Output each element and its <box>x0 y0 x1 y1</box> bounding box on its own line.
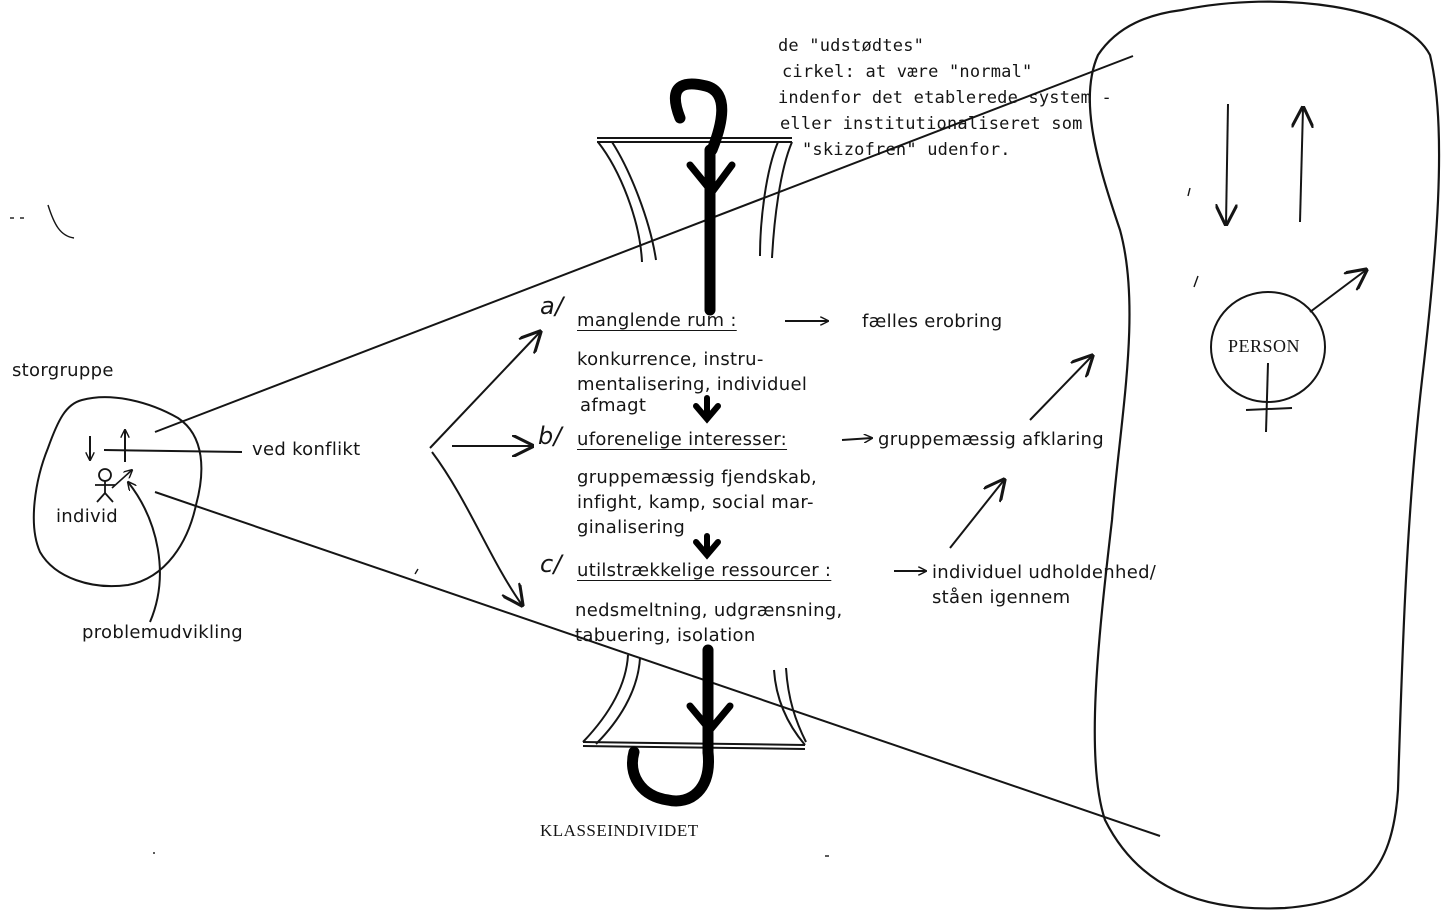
udstodte-line-2: cirkel: at være "normal" <box>782 62 1033 82</box>
arrow-b-outcome <box>841 438 872 440</box>
problemudvikling-curve <box>128 482 161 623</box>
mid-thick-arrows <box>693 395 721 560</box>
branch-c-heading: utilstrækkelige ressourcer : <box>577 560 832 581</box>
small-diagonal-arrow-icon <box>111 470 132 489</box>
branch-b-desc-line-3: ginalisering <box>577 517 686 538</box>
branch-c-outcome-line-2: ståen igennem <box>932 587 1071 608</box>
branch-b-heading: uforenelige interesser: <box>577 429 788 450</box>
branch-c-description: nedsmeltning, udgrænsning, tabuering, is… <box>575 598 843 648</box>
person-figure-icon <box>95 468 115 503</box>
udstodte-line-5: "skizofren" udenfor. <box>802 140 1011 160</box>
branch-c-marker: c/ <box>540 550 562 578</box>
person-blob <box>1088 0 1441 910</box>
branch-a-desc-line-1: konkurrence, instru- <box>577 349 764 370</box>
udstodte-line-1: de "udstødtes" <box>778 36 925 56</box>
problemudvikling-label: problemudvikling <box>82 622 244 643</box>
branch-arrow-c <box>431 451 522 605</box>
branch-a-heading: manglende rum : <box>577 310 737 331</box>
bottom-funnel <box>582 654 807 750</box>
cone-upper-line <box>154 55 1134 433</box>
branch-b-marker: b/ <box>538 422 562 450</box>
branch-c-desc-line-1: nedsmeltning, udgrænsning, <box>575 600 843 621</box>
branch-c-desc-line-2: tabuering, isolation <box>575 625 756 646</box>
konflikt-line <box>103 449 243 453</box>
branch-b-desc-line-1: gruppemæssig fjendskab, <box>577 467 818 488</box>
branch-c-outcome-line-1: individuel udholdenhed/ <box>932 562 1157 583</box>
stray-marks <box>10 187 1199 857</box>
branch-a-marker: a/ <box>540 292 564 320</box>
klasseindividet-label: KLASSEINDIVIDET <box>540 821 699 840</box>
individ-label: individ <box>56 506 119 527</box>
bottom-thick-arrow <box>627 644 734 807</box>
udstodte-line-4: eller institutionaliseret som <box>780 114 1083 134</box>
branch-a-description: konkurrence, instru- mentalisering, indi… <box>577 347 807 415</box>
person-symbol-icon <box>1210 270 1366 433</box>
storgruppe-label: storgruppe <box>12 360 114 381</box>
ved-konflikt-label: ved konflikt <box>252 439 361 460</box>
branch-c-outcome: individuel udholdenhed/ ståen igennem <box>932 560 1156 610</box>
blob-down-arrow-icon <box>1226 103 1228 224</box>
storgruppe-blob <box>32 396 203 588</box>
blob-up-arrow-icon <box>1300 108 1303 223</box>
branch-b-desc-line-2: infight, kamp, social mar- <box>577 492 814 513</box>
diag-arrow-upper <box>1029 356 1092 421</box>
branch-a-desc-line-2: mentalisering, individuel <box>577 374 808 395</box>
udstodte-note: de "udstødtes" cirkel: at være "normal" … <box>778 33 1112 163</box>
branch-a-outcome: fælles erobring <box>862 311 1003 332</box>
branch-b-outcome: gruppemæssig afklaring <box>878 429 1104 450</box>
top-thick-arrow <box>669 78 736 316</box>
cone-lower-line <box>154 491 1161 837</box>
branch-b-description: gruppemæssig fjendskab, infight, kamp, s… <box>577 465 817 540</box>
branch-arrow-a <box>429 332 540 449</box>
diag-arrow-lower <box>949 480 1004 549</box>
udstodte-line-3: indenfor det etablerede system - <box>778 88 1112 108</box>
person-label: PERSON <box>1228 336 1301 356</box>
top-funnel <box>597 137 793 263</box>
branch-a-desc-line-3: afmagt <box>580 395 647 416</box>
